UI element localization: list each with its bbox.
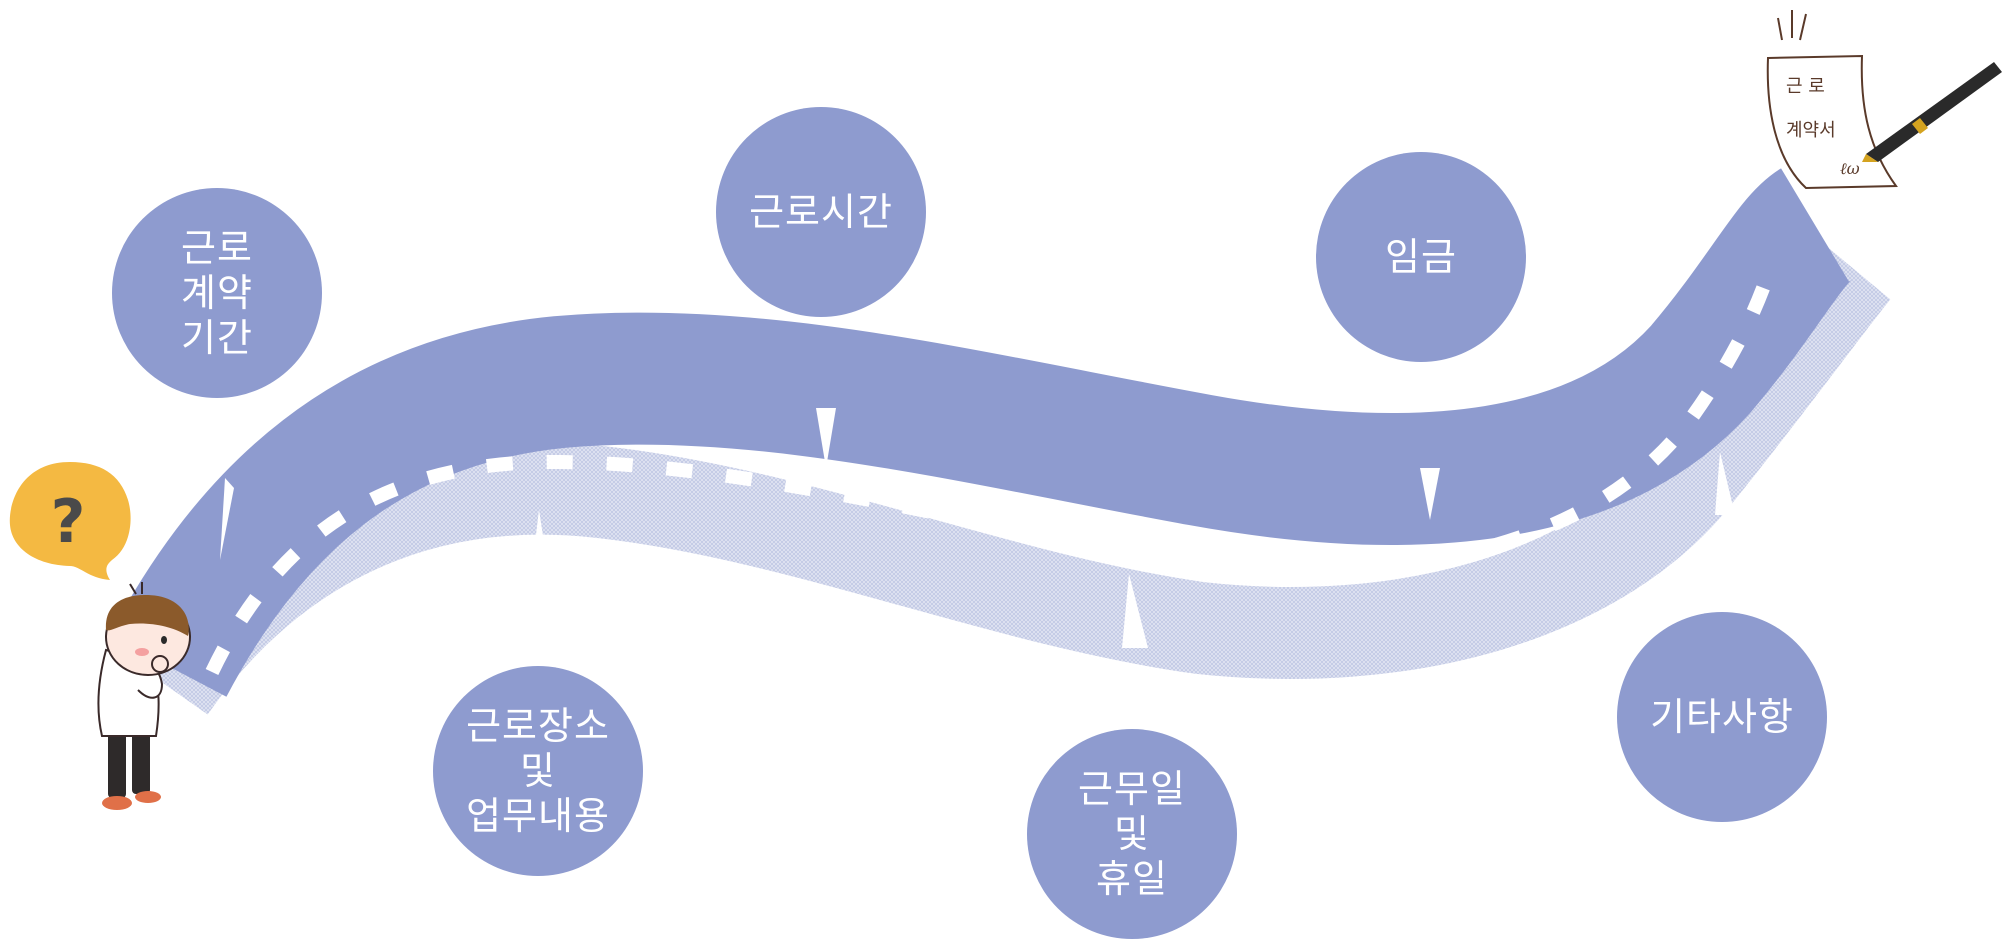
topic-workplace-duties-line-1: 근로장소 [466,703,610,748]
thinking-boy-icon [97,582,191,810]
topic-wage: 임금 [1316,152,1526,362]
topic-workplace-duties: 근로장소 및 업무내용 [433,666,643,876]
question-mark: ? [51,487,86,557]
contract-title-line-1: 근 로 [1786,76,1825,97]
topic-working-hours-line-1: 근로시간 [749,189,893,234]
topic-contract-period-line-2: 계약 [181,270,253,315]
topic-workplace-duties-line-2: 및 [520,748,556,793]
fountain-pen-icon [1862,62,2002,162]
road-lane-marking [205,257,1780,676]
topic-contract-period-line-1: 근로 [181,225,253,270]
topic-wage-line-1: 임금 [1385,234,1457,279]
contract-title-line-2: 계약서 [1786,120,1836,141]
road [109,168,1855,698]
road-notches [220,408,1735,648]
topic-contract-period-line-3: 기간 [181,315,253,360]
contract-signature: ℓω [1840,159,1860,178]
contract-document-icon: 근 로 계약서 ℓω [1766,10,1898,190]
topic-workplace-duties-line-3: 업무내용 [466,793,610,838]
topic-contract-period: 근로 계약 기간 [112,188,322,398]
topic-other-matters-line-1: 기타사항 [1650,694,1794,739]
topic-workdays-holidays-line-2: 및 [1114,811,1150,856]
topic-other-matters: 기타사항 [1617,612,1827,822]
topic-working-hours: 근로시간 [716,107,926,317]
topic-workdays-holidays-line-1: 근무일 [1078,766,1186,811]
topic-workdays-holidays-line-3: 휴일 [1096,856,1168,901]
topic-workdays-holidays: 근무일 및 휴일 [1027,729,1237,939]
question-icon: ? [9,462,131,580]
